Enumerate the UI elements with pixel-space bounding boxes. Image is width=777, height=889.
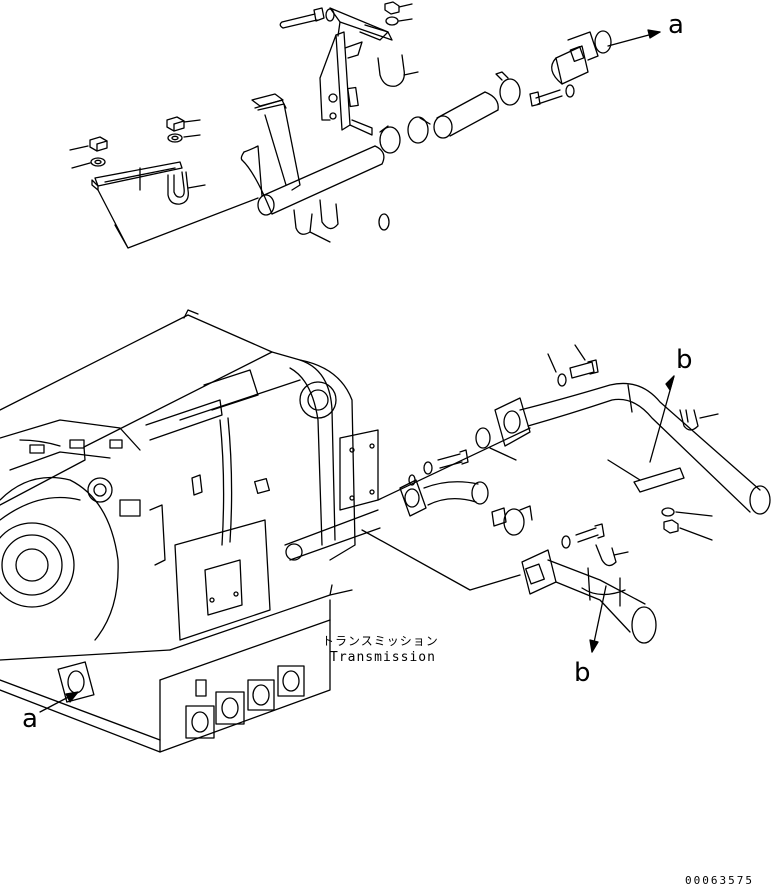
middle-hose-clamp [492,506,532,535]
transmission-assembly [0,310,520,752]
arrow-b-bottom [590,586,606,652]
top-bracket-plate [330,8,392,40]
upper-main-pipe [258,146,384,215]
hose-clamp-right [496,72,520,105]
upper-pipe-assembly [70,2,660,248]
arrow-a-bottom [40,692,78,712]
lower-nuts [662,508,712,540]
lower-curved-pipe [400,480,488,516]
reference-label-b-top: b [676,345,693,375]
left-u-bolt [168,172,188,204]
hose-clamps-upper [379,117,430,230]
transmission-label-en: Transmission [330,650,436,665]
middle-bolt [409,450,468,485]
reference-label-b-bottom: b [574,658,591,688]
arrow-a-top [608,30,660,46]
left-nuts-washers [70,117,205,190]
lower-pipe-assembly [40,345,770,712]
upright-bracket [320,32,372,135]
lower-u-bolt [680,410,698,430]
drawing-id: 00063575 [685,874,754,887]
bolt-right [562,524,604,548]
lower-tee-pipe [522,545,656,643]
flange-bolt [530,85,574,106]
lower-bent-pipe [520,383,770,514]
top-right-nuts [385,2,412,25]
reference-label-a-top: a [668,10,684,40]
center-u-bolt [378,55,404,86]
lower-flange-top [476,398,530,460]
transmission-label-jp: トランスミッション [322,634,439,648]
rubber-hose [434,92,498,138]
lower-bolts-top [548,345,598,386]
upper-flange-elbow [552,31,611,84]
upper-elbow-pipe [241,94,300,214]
lower-bracket [608,460,684,492]
reference-label-a-bottom: a [22,704,38,734]
top-bolt [280,8,334,28]
arrow-b-top [650,376,674,462]
leader-lines-upper-left [98,190,258,248]
upper-u-clamps [294,200,338,242]
